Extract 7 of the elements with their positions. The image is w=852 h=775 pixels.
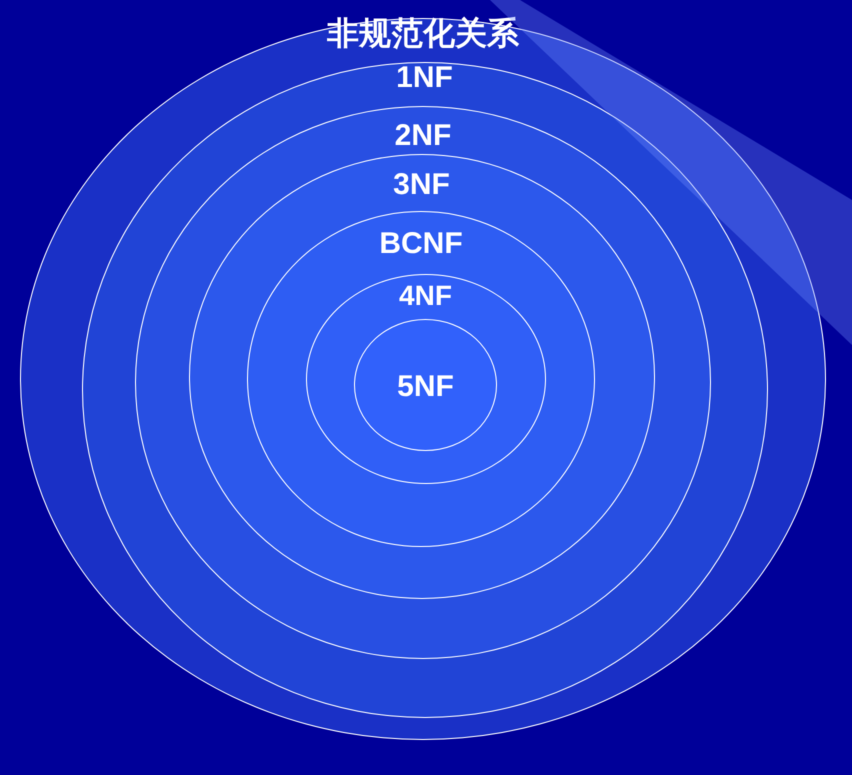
ellipse-label: BCNF	[379, 226, 463, 260]
ellipse-label: 4NF	[399, 281, 452, 312]
ellipse-label: 3NF	[393, 168, 450, 201]
ellipse-label: 非规范化关系	[327, 16, 519, 51]
ellipse-label: 2NF	[394, 118, 452, 152]
ellipse-label: 5NF	[397, 370, 454, 402]
ellipse-label: 1NF	[396, 61, 453, 94]
